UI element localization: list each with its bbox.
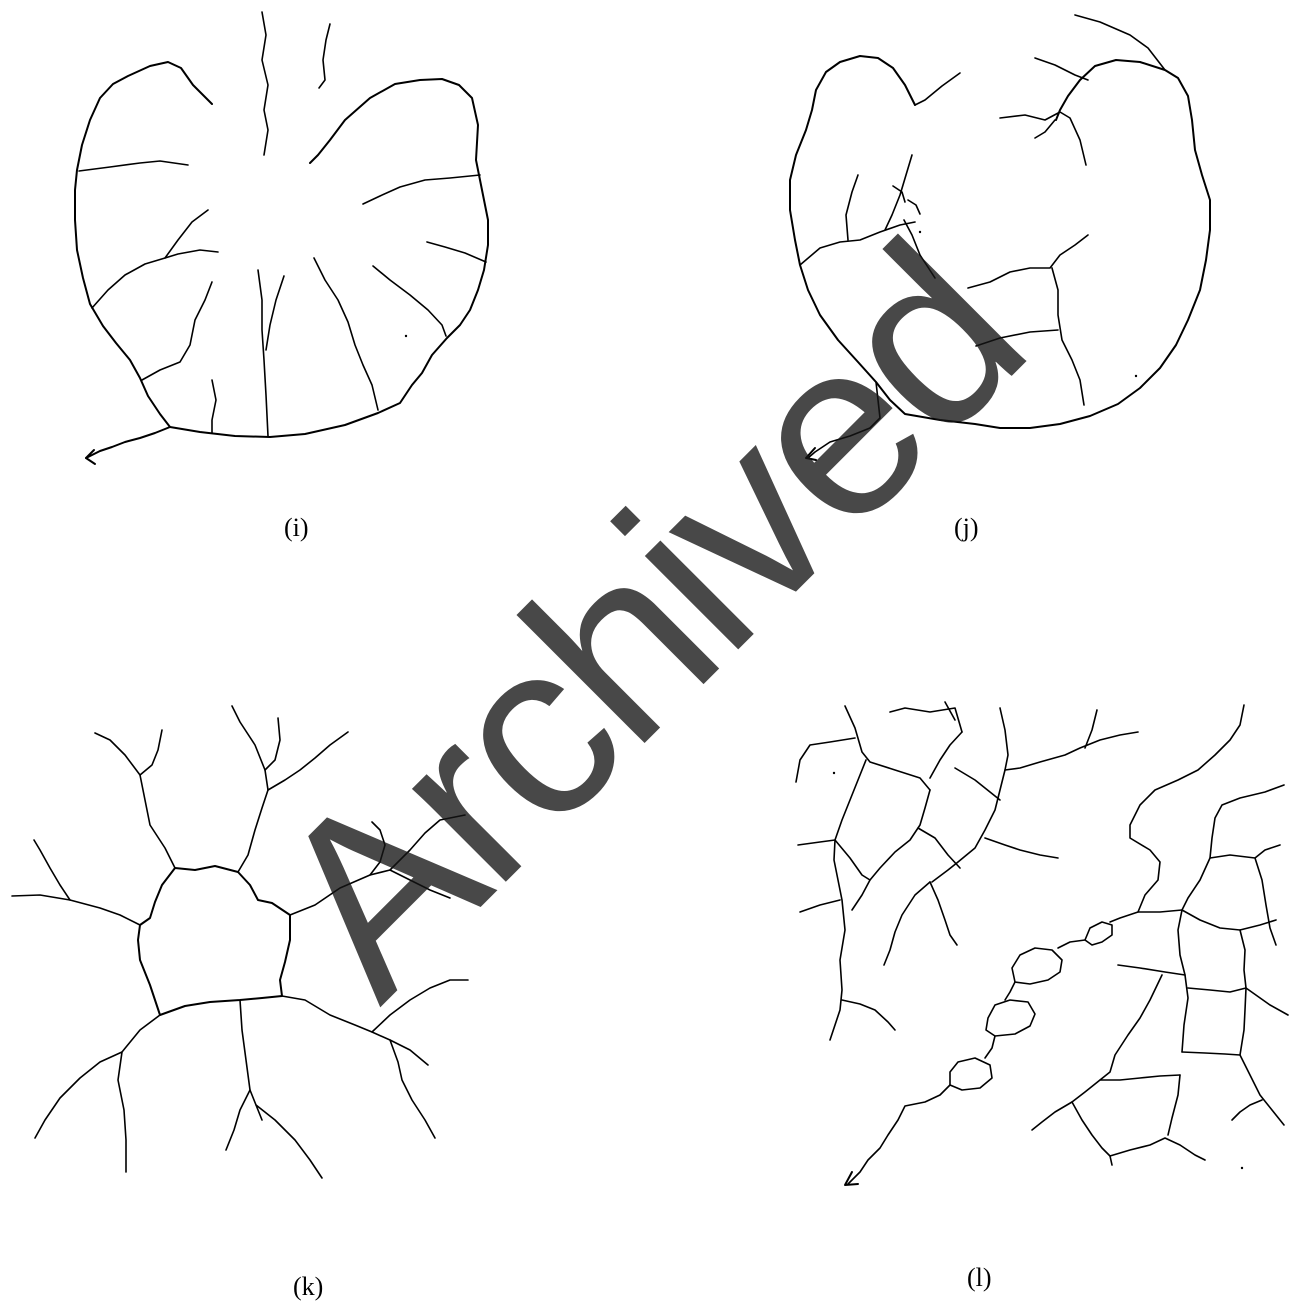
panel-l-crack <box>884 882 930 965</box>
panel-l-crack <box>1118 965 1185 975</box>
panel-k-branch <box>226 1090 250 1150</box>
panel-l-crack <box>1130 705 1244 912</box>
panel-j-crack <box>1000 112 1086 165</box>
panel-j-crack <box>976 330 1058 346</box>
panel-i-crack <box>212 380 216 433</box>
panel-l-crack <box>800 900 840 912</box>
panel-l-crack <box>1168 1075 1180 1135</box>
panel-k-branch <box>140 730 162 775</box>
panel-k-branch <box>370 822 385 875</box>
panel-j-arrowhead <box>806 448 816 460</box>
panel-l-tail <box>1058 940 1085 948</box>
panel-l-crack <box>1240 930 1246 988</box>
panel-l-crack <box>1110 1138 1205 1160</box>
panel-j-caption: (j) <box>954 515 979 541</box>
panel-l-tail <box>848 1085 950 1184</box>
panel-l-crack <box>1005 732 1138 770</box>
panel-k-branch <box>390 870 450 898</box>
panel-k-caption: (k) <box>293 1274 323 1300</box>
panel-l-drawing <box>796 702 1288 1185</box>
panel-i-arrowhead <box>86 450 95 464</box>
panel-i-crack <box>142 282 212 380</box>
panel-j-crack <box>846 175 858 240</box>
panel-i-crack <box>258 270 268 436</box>
panel-l-blob <box>950 1058 992 1090</box>
panel-j-crack <box>915 73 960 105</box>
panel-l-crack <box>930 732 962 778</box>
panel-i-outline <box>75 62 488 437</box>
panel-l-crack <box>932 708 1008 882</box>
panel-l-crack <box>845 706 930 790</box>
panel-l-crack <box>1032 1102 1072 1130</box>
panel-j-drawing <box>790 15 1210 460</box>
panel-l-crack <box>918 828 960 868</box>
panel-l-blob <box>1085 922 1112 945</box>
panel-l-crack <box>1188 988 1288 1015</box>
panel-l-crack <box>1182 785 1284 910</box>
panel-j-crack <box>1035 120 1055 138</box>
panel-l-crack <box>1232 1100 1262 1120</box>
panel-l-tail <box>1110 912 1138 922</box>
panel-i-drawing <box>75 12 488 464</box>
panel-i-crack <box>262 12 268 155</box>
panel-j-crack <box>1035 58 1088 80</box>
noise-specks <box>405 231 1243 1169</box>
panel-l-crack <box>1178 910 1188 1052</box>
panel-i-crack <box>266 276 284 350</box>
panel-l-blob <box>1012 948 1062 984</box>
panel-k-branch <box>282 996 428 1065</box>
panel-k-branch <box>265 718 280 770</box>
panel-i-tail <box>86 427 170 458</box>
panel-k-branch <box>118 1015 160 1172</box>
panel-l-crack <box>1072 975 1162 1102</box>
panel-j-crack <box>968 235 1088 288</box>
panel-i-caption: (i) <box>284 515 309 541</box>
panel-l-arrowhead <box>845 1172 858 1185</box>
panel-k-branch <box>390 1040 435 1138</box>
panel-l-crack <box>1210 855 1276 945</box>
panel-l-crack <box>945 702 955 720</box>
panel-l-crack <box>830 760 866 1040</box>
panel-l-crack <box>842 1000 895 1030</box>
panel-i-crack <box>363 175 480 204</box>
panel-l-crack <box>930 882 957 945</box>
panel-i-crack <box>373 266 446 336</box>
panel-i-crack <box>79 161 188 171</box>
panel-k-branch <box>34 840 70 900</box>
panel-k-branch <box>232 706 268 872</box>
panel-l-tail <box>1005 982 1015 1000</box>
panel-j-crack <box>808 382 880 458</box>
panel-l-crack <box>955 768 1000 800</box>
panel-l-crack <box>796 738 855 782</box>
panel-l-caption: (l) <box>967 1265 992 1291</box>
panel-l-crack <box>1255 845 1280 858</box>
panel-i-crack <box>427 242 486 262</box>
panel-j-crack <box>885 155 912 230</box>
panel-k-branch <box>372 980 468 1032</box>
panel-k-branch <box>12 895 140 925</box>
panel-j-crack <box>1052 268 1084 405</box>
panel-k-drawing <box>12 706 468 1178</box>
panel-j-crack <box>908 200 920 214</box>
panel-j-crack <box>800 222 915 265</box>
panel-k-branch <box>95 733 175 868</box>
panel-k-branch <box>256 1105 322 1178</box>
panel-i-crack <box>319 24 330 88</box>
panel-l-crack <box>1182 1052 1284 1125</box>
panel-j-crack <box>904 220 935 278</box>
panel-j-outline <box>790 56 1210 428</box>
panel-l-blob <box>986 1000 1035 1036</box>
panel-l-crack <box>1100 1075 1180 1080</box>
panel-l-crack <box>985 838 1058 858</box>
panel-l-tail <box>985 1036 995 1058</box>
panel-i-crack <box>92 250 218 308</box>
panel-l-crack <box>1072 1102 1112 1165</box>
panel-i-crack <box>314 258 378 410</box>
panel-k-branch <box>35 1052 122 1138</box>
panel-k-cell <box>138 866 290 1015</box>
panel-l-crack <box>1240 988 1246 1055</box>
panel-j-crack <box>1075 15 1165 70</box>
panel-l-crack <box>1182 910 1276 930</box>
